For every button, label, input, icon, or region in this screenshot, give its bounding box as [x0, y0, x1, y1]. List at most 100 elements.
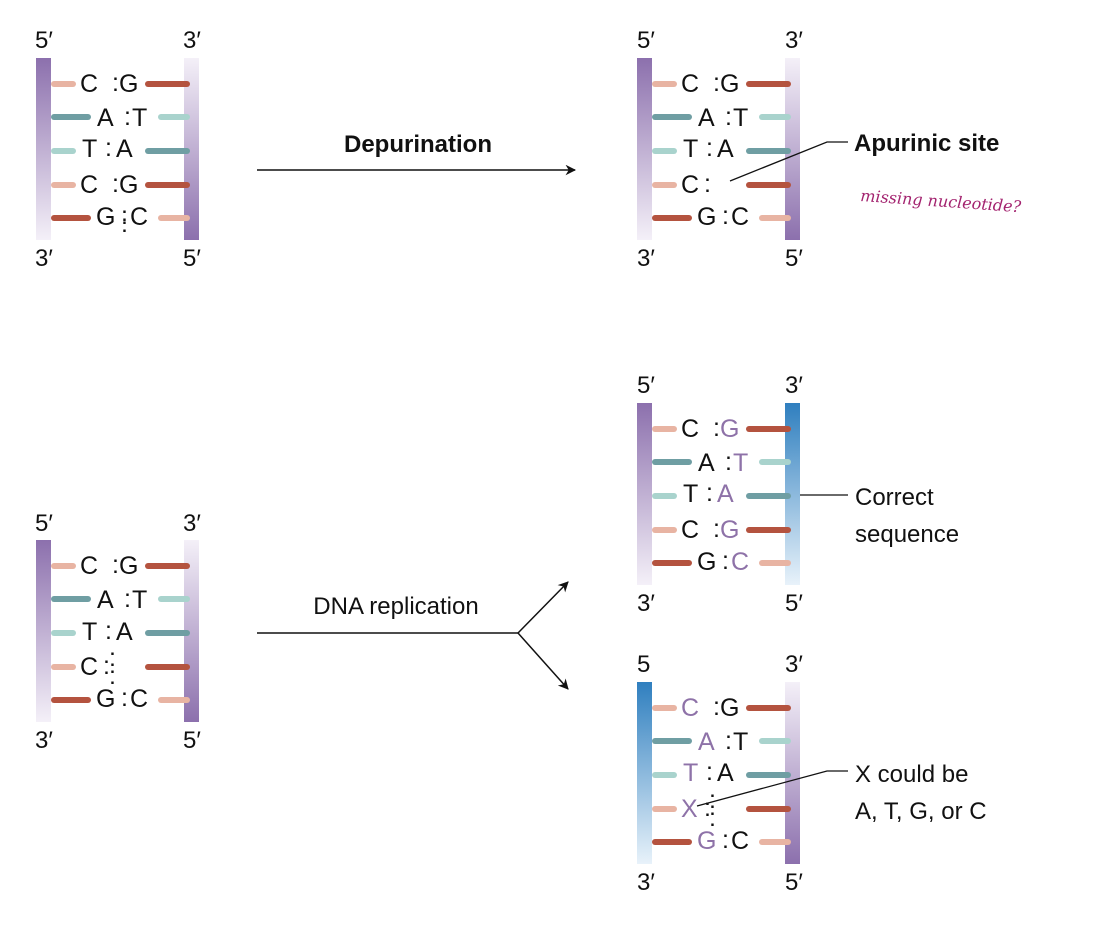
hydrogen-bond-dots: :	[109, 662, 116, 690]
hydrogen-bond-dots: :	[713, 693, 720, 721]
strand-end-label: 5′	[183, 245, 201, 272]
strand-end-label: 3′	[785, 651, 803, 678]
new-strand	[637, 682, 652, 864]
hydrogen-bond-dots: :	[112, 69, 119, 97]
new-base-letter: G	[720, 415, 739, 443]
hydrogen-bond-dots: :	[722, 826, 729, 854]
base-letter: A	[97, 104, 114, 132]
new-base-letter: G	[697, 827, 716, 855]
template-strand-right	[184, 58, 199, 240]
hydrogen-bond-dots: :	[706, 479, 713, 507]
base-stub	[158, 697, 190, 703]
base-letter: G	[720, 694, 739, 722]
base-stub	[51, 114, 91, 120]
base-letter: A	[698, 449, 715, 477]
strand-end-label: 5	[637, 651, 650, 678]
base-stub	[145, 664, 190, 670]
base-stub	[51, 148, 76, 154]
base-stub	[652, 493, 677, 499]
hydrogen-bond-dots: :	[713, 515, 720, 543]
correct-sequence-label-line1: Correct	[855, 484, 934, 511]
duplex-damaged: 5′ 3′ C : G A : T T : A C : : : G : C 3′…	[35, 510, 201, 754]
base-stub	[759, 215, 791, 221]
base-stub	[51, 81, 76, 87]
base-stub	[746, 806, 791, 812]
hydrogen-bond-dots: :	[121, 684, 128, 712]
base-stub	[746, 527, 791, 533]
base-stub	[652, 148, 677, 154]
base-stub	[759, 839, 791, 845]
hydrogen-bond-dots: :	[109, 644, 116, 672]
base-letter: C	[80, 653, 98, 681]
base-stub	[746, 426, 791, 432]
new-strand	[785, 403, 800, 585]
base-stub	[746, 148, 791, 154]
x-could-be-leader-line	[696, 770, 848, 807]
base-stub	[158, 215, 190, 221]
base-stub	[652, 459, 692, 465]
strand-end-label: 3′	[637, 590, 655, 617]
x-could-be-label-line2: A, T, G, or C	[855, 798, 987, 825]
strand-end-label: 5′	[785, 869, 803, 896]
duplex-original-top: 5′ 3′ C : G A : T T : A C : G G : C : 3′…	[35, 27, 201, 272]
correct-sequence-label-line2: sequence	[855, 521, 959, 548]
base-letter: G	[119, 70, 138, 98]
base-stub	[652, 182, 677, 188]
base-letter: C	[731, 827, 749, 855]
base-stub	[51, 215, 91, 221]
base-stub	[652, 705, 677, 711]
base-stub	[652, 426, 677, 432]
base-stub	[145, 81, 190, 87]
base-stub	[652, 81, 677, 87]
base-stub	[746, 493, 791, 499]
base-letter: A	[116, 618, 133, 646]
base-letter: G	[119, 171, 138, 199]
base-letter: C	[130, 203, 148, 231]
base-stub	[51, 630, 76, 636]
base-stub	[158, 596, 190, 602]
apurinic-site-label: Apurinic site	[854, 130, 999, 157]
strand-end-label: 5′	[785, 590, 803, 617]
base-letter: C	[80, 171, 98, 199]
apurinic-site-leader-line	[729, 141, 848, 182]
base-letter: A	[717, 759, 734, 787]
template-strand	[785, 682, 800, 864]
new-base-letter: A	[698, 728, 715, 756]
hydrogen-bond-dots: :	[124, 585, 131, 613]
hydrogen-bond-dots: :	[105, 617, 112, 645]
base-stub	[51, 563, 76, 569]
template-strand-right	[785, 58, 800, 240]
hydrogen-bond-dots: :	[725, 448, 732, 476]
strand-end-label: 5′	[637, 27, 655, 54]
hydrogen-bond-dots: :	[112, 170, 119, 198]
base-letter: T	[733, 728, 748, 756]
strand-end-label: 3′	[183, 27, 201, 54]
base-stub	[51, 697, 91, 703]
strand-end-label: 5′	[785, 245, 803, 272]
strand-end-label: 3′	[785, 27, 803, 54]
base-stub	[652, 806, 677, 812]
strand-end-label: 3′	[785, 372, 803, 399]
base-stub	[759, 560, 791, 566]
new-base-letter: T	[733, 449, 748, 477]
strand-end-label: 3′	[183, 510, 201, 537]
base-stub	[652, 527, 677, 533]
base-stub	[746, 81, 791, 87]
mutant-base-letter: X	[681, 795, 698, 823]
base-letter: C	[130, 685, 148, 713]
x-could-be-label-line1: X could be	[855, 761, 968, 788]
duplex-depurinated: 5′ 3′ C : G A : T T : A C : G : C 3′ 5′ …	[637, 27, 1022, 272]
duplex-daughter-correct: 5′ 3′ C : G A : T T : A C : G G : C 3′ 5…	[637, 372, 959, 617]
base-letter: A	[698, 104, 715, 132]
base-stub	[746, 772, 791, 778]
strand-end-label: 5′	[35, 510, 53, 537]
strand-end-label: 3′	[35, 727, 53, 754]
hydrogen-bond-dots: :	[704, 794, 711, 822]
strand-end-label: 5′	[183, 727, 201, 754]
strand-end-label: 3′	[637, 869, 655, 896]
base-letter: T	[82, 135, 97, 163]
hydrogen-bond-dots: :	[121, 202, 128, 230]
base-letter: T	[683, 135, 698, 163]
base-stub	[652, 215, 692, 221]
new-base-letter: G	[720, 516, 739, 544]
